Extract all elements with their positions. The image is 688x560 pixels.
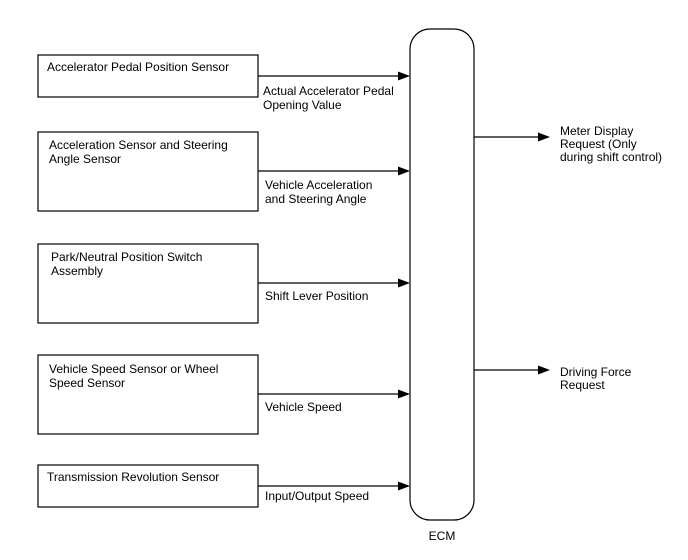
signal-arrowhead-transmission-revolution <box>398 481 410 491</box>
output-arrowhead-driving-force <box>538 365 550 375</box>
signal-label-acceleration-steering: Vehicle Acceleration and Steering Angle <box>265 178 376 206</box>
sensor-box-vehicle-speed <box>37 354 259 435</box>
sensor-box-acceleration-steering <box>37 131 259 212</box>
signal-label-vehicle-speed: Vehicle Speed <box>265 400 342 414</box>
signal-arrowhead-acceleration-steering <box>398 166 410 176</box>
signal-label-accelerator-pedal: Actual Accelerator Pedal Opening Value <box>263 84 397 112</box>
sensor-label-accelerator-pedal: Accelerator Pedal Position Sensor <box>47 60 229 74</box>
sensor-label-transmission-revolution: Transmission Revolution Sensor <box>47 470 219 484</box>
signal-arrowhead-accelerator-pedal <box>398 71 410 81</box>
signal-label-park-neutral: Shift Lever Position <box>265 289 368 303</box>
signal-label-transmission-revolution: Input/Output Speed <box>265 489 369 503</box>
ecm-block <box>409 28 475 521</box>
output-label-driving-force: Driving Force Request <box>560 365 635 392</box>
ecm-label: ECM <box>429 529 456 543</box>
signal-arrowhead-vehicle-speed <box>398 389 410 399</box>
sensor-label-park-neutral: Park/Neutral Position Switch Assembly <box>51 250 206 278</box>
output-label-meter-display: Meter Display Request (Only during shift… <box>560 124 662 164</box>
sensor-label-vehicle-speed: Vehicle Speed Sensor or Wheel Speed Sens… <box>49 362 222 390</box>
output-arrowhead-meter-display <box>538 132 550 142</box>
sensor-label-acceleration-steering: Acceleration Sensor and Steering Angle S… <box>49 138 231 166</box>
signal-arrowhead-park-neutral <box>398 278 410 288</box>
sensor-box-accelerator-pedal <box>37 54 259 98</box>
